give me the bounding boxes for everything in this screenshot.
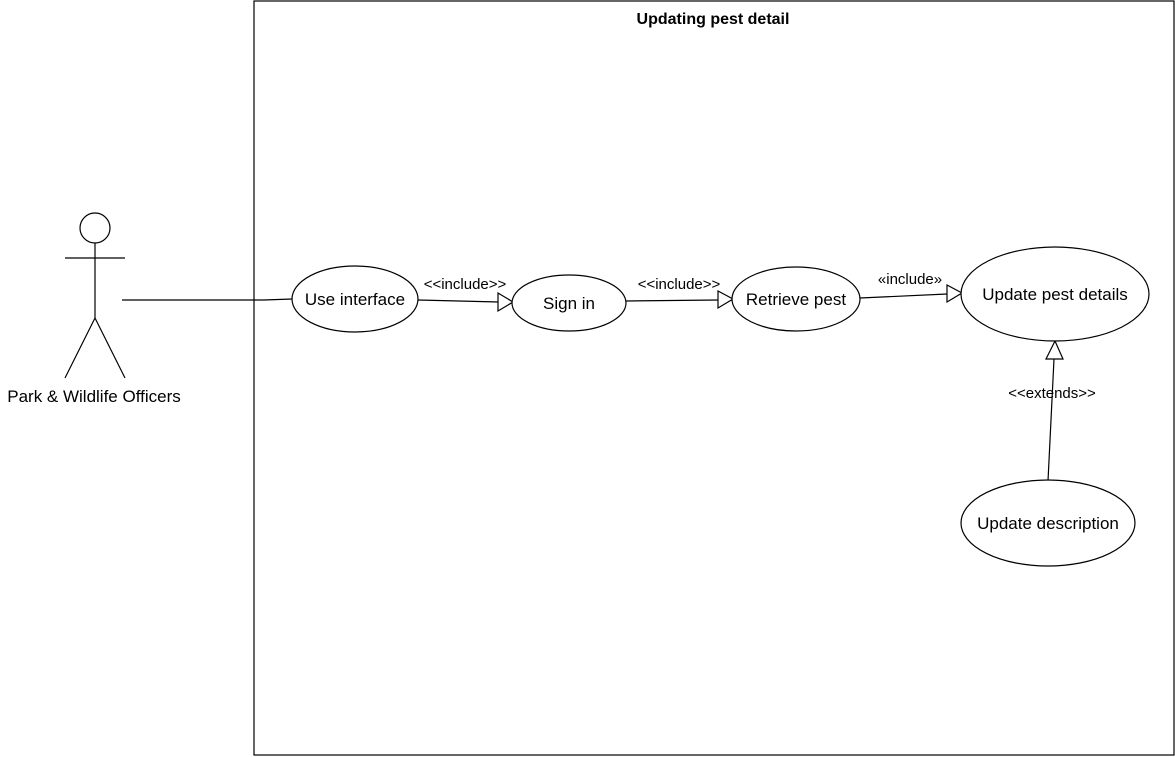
use-case-update-description[interactable]: Update description: [960, 479, 1136, 567]
actor-head: [79, 212, 111, 244]
include-label-2: <<include>>: [638, 276, 721, 293]
include-arrowhead-2: [717, 290, 735, 310]
include-line-1: [417, 299, 500, 303]
use-case-label: Retrieve pest: [746, 290, 846, 309]
extends-line: [1047, 358, 1055, 482]
use-case-use-interface[interactable]: Use interface: [291, 265, 419, 333]
use-case-shape: [511, 274, 627, 332]
actor-figure: [64, 212, 126, 379]
use-case-sign-in[interactable]: Sign in: [511, 274, 627, 332]
use-case-label: Sign in: [543, 294, 595, 313]
use-case-label: Update pest details: [982, 285, 1128, 304]
actor-left-leg: [64, 317, 96, 379]
include-line-3: [859, 293, 948, 299]
include-label-3: «include»: [878, 271, 942, 288]
include-arrowhead-3: [946, 284, 964, 304]
actor-association-line: [122, 298, 293, 301]
use-case-retrieve-pest[interactable]: Retrieve pest: [731, 266, 861, 332]
extends-arrowhead: [1045, 339, 1064, 360]
use-case-update-pest-details[interactable]: Update pest details: [960, 246, 1150, 342]
include-arrowhead-1: [497, 291, 515, 313]
extends-label: <<extends>>: [1008, 385, 1096, 402]
use-case-shape: [960, 246, 1150, 342]
system-title: Updating pest detail: [637, 11, 790, 28]
include-line-2: [625, 299, 719, 302]
use-case-label: Use interface: [305, 290, 405, 309]
use-case-label: Update description: [977, 514, 1119, 533]
system-boundary: [253, 0, 1175, 756]
actor-right-leg: [94, 317, 126, 379]
actor-label: Park & Wildlife Officers: [7, 387, 181, 406]
use-case-shape: [731, 266, 861, 332]
include-label-1: <<include>>: [424, 276, 507, 293]
use-case-shape: [960, 479, 1136, 567]
use-case-shape: [291, 265, 419, 333]
